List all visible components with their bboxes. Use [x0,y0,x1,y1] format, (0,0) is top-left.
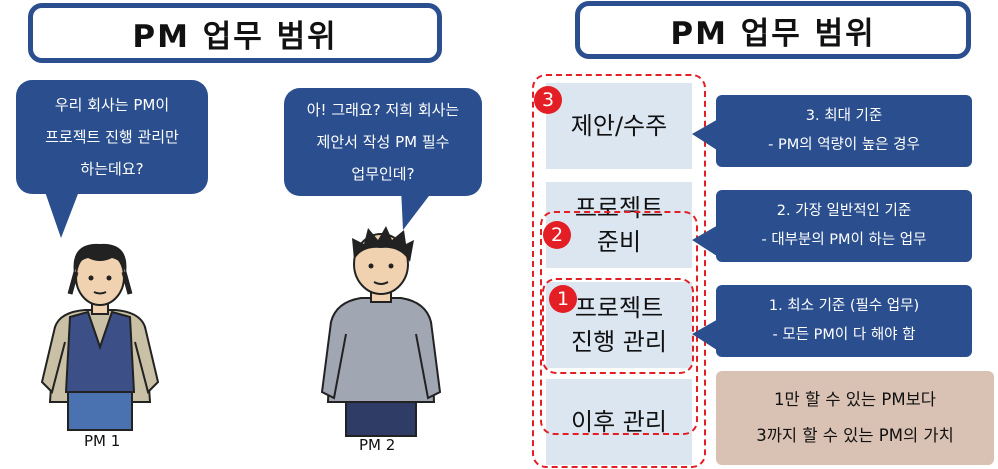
bubble-line: 우리 회사는 PM이 [54,96,170,114]
bubble-line: 업무인데? [351,165,415,183]
pm1-caption: PM 1 [84,432,121,450]
callout-line: 1. 최소 기준 (필수 업무) [768,298,920,314]
bubble-tail-pm1 [43,186,81,238]
callout-line: - 대부분의 PM이 하는 업무 [761,232,927,248]
step-label: 프로젝트 [574,294,664,322]
scope-boundary-max [532,74,706,468]
callout-line: 3. 최대 기준 [805,108,883,124]
value-line: 3까지 할 수 있는 PM의 가치 [756,426,954,445]
scope-marker-1: 1 [549,285,577,313]
pm1-character-illustration [40,243,160,431]
bubble-line: 제안서 작성 PM 필수 [316,133,450,151]
scope-boundary-min [542,278,694,374]
callout-general: 2. 가장 일반적인 기준 - 대부분의 PM이 하는 업무 [716,190,972,262]
bubble-line: 아! 그래요? 저희 회사는 [306,101,460,119]
callout-max: 3. 최대 기준 - PM의 역량이 높은 경우 [716,95,972,167]
speech-bubble-pm1: 우리 회사는 PM이 프로젝트 진행 관리만 하는데요? [16,80,208,194]
callout-pointers [692,118,720,352]
step-after-mgmt: 이후 관리 [546,379,692,465]
step-label: 이후 관리 [571,408,667,436]
pm2-caption: PM 2 [359,436,396,454]
callout-line: - PM의 역량이 높은 경우 [768,137,920,153]
step-label: 진행 관리 [571,328,667,356]
callout-min: 1. 최소 기준 (필수 업무) - 모든 PM이 다 해야 함 [716,285,972,357]
scope-marker-3: 3 [534,86,562,114]
bubble-line: 프로젝트 진행 관리만 [45,128,179,146]
right-title: PM 업무 범위 [575,1,971,59]
step-label: 프로젝트 [574,194,664,222]
scope-marker-2: 2 [543,221,571,249]
value-line: 1만 할 수 있는 PM보다 [774,390,936,409]
step-label: 준비 [596,228,642,256]
bubble-tail-pm2 [401,188,435,230]
value-statement-box: 1만 할 수 있는 PM보다 3까지 할 수 있는 PM의 가치 [716,371,994,465]
step-project-prep: 프로젝트 준비 [546,182,692,268]
speech-bubble-pm2: 아! 그래요? 저희 회사는 제안서 작성 PM 필수 업무인데? [284,88,482,196]
left-title: PM 업무 범위 [28,3,442,63]
callout-line: - 모든 PM이 다 해야 함 [772,327,916,343]
pm2-character-illustration [320,226,442,437]
bubble-line: 하는데요? [80,160,144,178]
step-proposal: 제안/수주 [546,83,692,169]
step-label: 제안/수주 [570,112,668,140]
scope-boundary-general [540,211,698,435]
callout-line: 2. 가장 일반적인 기준 [776,203,912,219]
